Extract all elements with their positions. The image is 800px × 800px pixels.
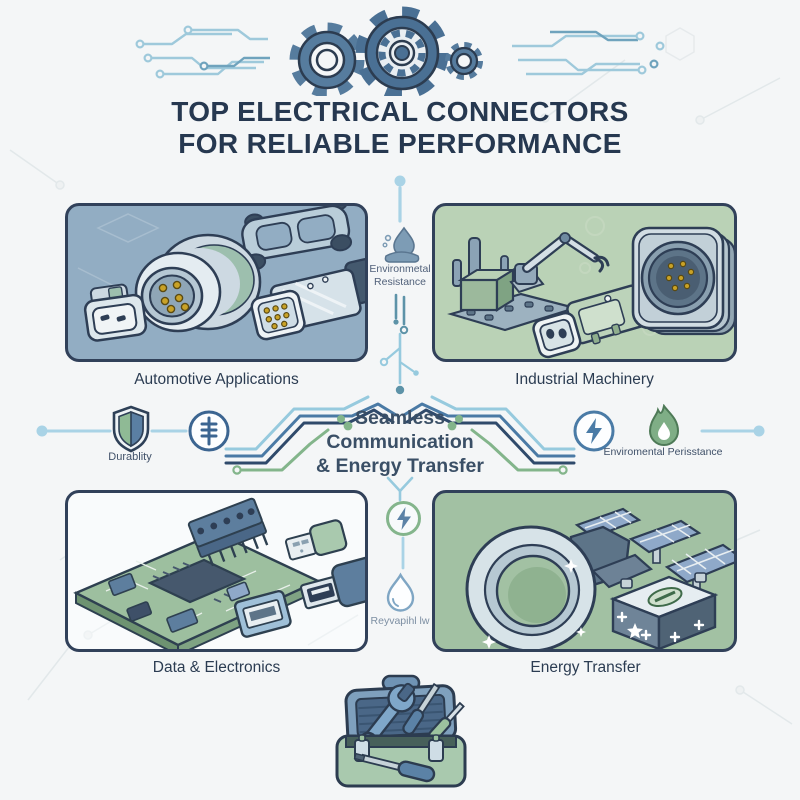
industrial-illustration [447, 216, 734, 359]
headline-line1: Seamless [355, 407, 445, 429]
circuit-trace-icon [512, 30, 642, 76]
flange-connector [631, 226, 734, 336]
battery [609, 572, 719, 649]
gear-icon [289, 22, 365, 96]
title-line1: TOP ELECTRICAL CONNECTORS [171, 96, 629, 127]
bottom-drop-label: Reyvapihl lw [370, 615, 430, 627]
robotic-arm-machine [447, 232, 610, 332]
toolbox-icon [335, 674, 467, 788]
panel-energy [432, 490, 737, 652]
green-dot [455, 414, 463, 423]
droplet-outline-icon [386, 572, 415, 612]
two-pin-plug [83, 283, 148, 342]
lightning-circle-icon [573, 410, 615, 452]
gear-circuit-header [135, 6, 665, 96]
flame-icon [648, 404, 680, 446]
energy-illustration [465, 507, 734, 649]
gear-icon [355, 6, 449, 96]
lightning-green-circle-icon [386, 501, 421, 536]
screwdriver-icon [402, 682, 441, 735]
gear-icon [445, 42, 483, 80]
top-callout-label: Environmetal Resistance [330, 263, 470, 289]
sparkle-icon [482, 559, 586, 649]
wrench-icon [359, 682, 416, 751]
environmental-label: Enviromental Perisstance [603, 446, 723, 458]
circuit-trace-icon [140, 28, 270, 76]
terminal-block [187, 497, 269, 567]
panel-data [65, 490, 368, 652]
screwdriver-icon [353, 752, 436, 783]
page-title: TOP ELECTRICAL CONNECTORS FOR RELIABLE P… [0, 96, 800, 160]
ring-connector [465, 525, 654, 649]
pin-circle-icon [188, 410, 230, 452]
car-chassis [241, 206, 353, 271]
panel-label-data: Data & Electronics [152, 659, 281, 676]
panel-industrial [432, 203, 737, 362]
center-headline: Seamless Communication & Energy Transfer [270, 407, 530, 478]
automotive-illustration [77, 206, 365, 342]
pcb-board [73, 497, 321, 649]
top-callout-line2: Resistance [374, 276, 426, 289]
circular-connector [134, 233, 262, 333]
rectangular-connector [250, 258, 365, 341]
top-callout-line1: Environmetal [369, 263, 431, 275]
usb-connectors [233, 519, 365, 638]
panel-label-industrial: Industrial Machinery [515, 371, 654, 388]
droplet-hand-icon [382, 226, 420, 263]
headline-line3: & Energy Transfer [316, 454, 484, 477]
panel-label-energy: Energy Transfer [530, 659, 641, 676]
data-illustration [73, 497, 365, 649]
panel-label-automotive: Automotive Applications [134, 371, 299, 388]
headline-line2: Communication [326, 430, 474, 453]
title-line2: FOR RELIABLE PERFORMANCE [178, 127, 622, 159]
green-dot [337, 414, 345, 423]
panel-automotive [65, 203, 368, 362]
durability-label: Durablity [108, 451, 152, 463]
shield-icon [112, 405, 150, 453]
